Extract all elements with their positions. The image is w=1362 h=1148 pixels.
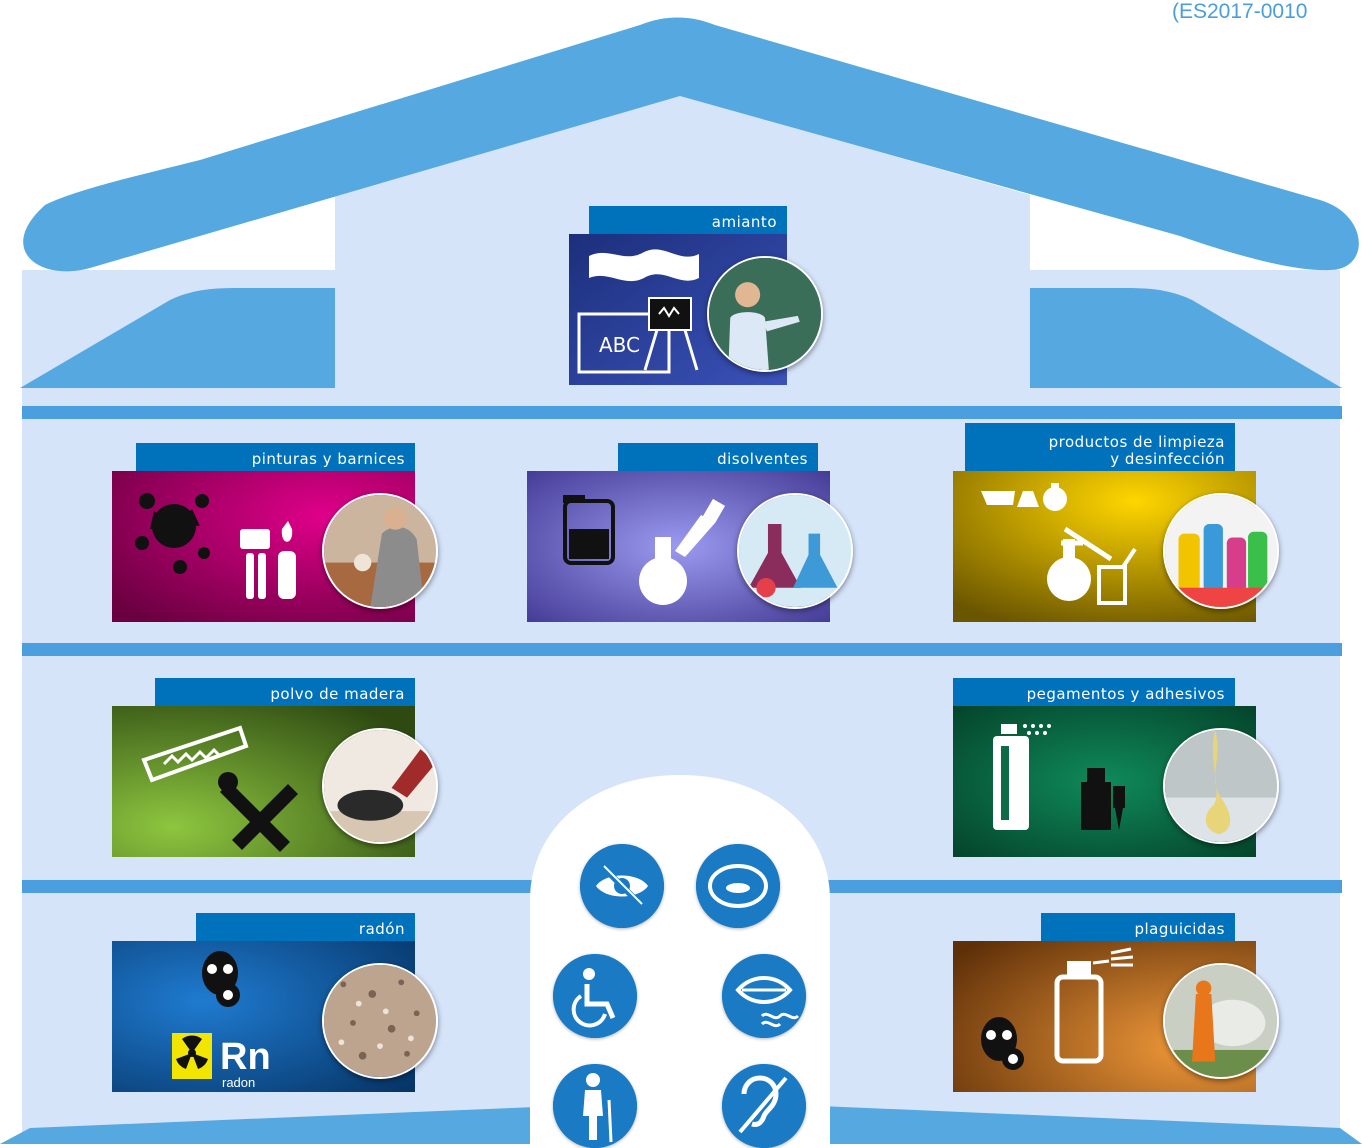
photo-glue [1163,728,1279,844]
gas-mask-icon [981,1017,1024,1070]
photo-fumigation [1163,963,1279,1079]
tag-disolventes: disolventes [618,443,818,480]
flask-pipette-icon [639,498,726,605]
card-amianto[interactable]: amianto ABC [569,206,829,386]
tag-pegamentos: pegamentos y adhesivos [953,678,1235,715]
glue-bottle-icon [1081,768,1125,830]
saw-icon [141,725,249,783]
paintbrush-icon [240,521,296,599]
low-vision-icon [580,844,664,928]
card-pegamentos[interactable]: pegamentos y adhesivos [953,678,1283,858]
radon-symbol: Rn [220,1036,271,1078]
card-madera[interactable]: polvo de madera [112,678,442,858]
card-radon[interactable]: radón Rn radon [112,913,442,1093]
hearing-loop-icon [722,1064,806,1148]
photo-cleaning-products [1163,493,1279,609]
tag-pinturas: pinturas y barnices [136,443,415,480]
radon-name: radon [222,1075,255,1090]
container-icon [563,495,615,565]
gas-mask-icon [202,951,240,1007]
wheelchair-icon [553,954,637,1038]
lab-flasks-icon [1047,526,1137,605]
photo-granite [322,963,438,1079]
svg-text:ABC: ABC [599,333,640,357]
tools-icon [218,772,298,852]
card-pinturas[interactable]: pinturas y barnices [112,443,442,623]
roof [23,17,1359,272]
corrugated-roof-icon [589,249,699,282]
photo-teacher [707,256,823,372]
radiation-icon [172,1033,212,1079]
spray-can-icon [993,724,1051,830]
card-disolventes[interactable]: disolventes [527,443,857,623]
deaf-blind-icon [696,844,780,928]
speech-icon [722,954,806,1038]
photo-sanding [322,728,438,844]
tag-limpieza: productos de limpieza y desinfección [965,423,1235,480]
card-limpieza[interactable]: productos de limpieza y desinfección [953,423,1283,623]
floor-band-1 [22,406,1342,419]
elderly-cane-icon [553,1064,637,1148]
tag-plaguicidas: plaguicidas [1041,913,1235,950]
reference-code: (ES2017-0010 [1172,0,1308,23]
card-plaguicidas[interactable]: plaguicidas [953,913,1283,1093]
paint-splash-icon [135,493,210,574]
floor-band-2 [22,643,1342,656]
left-eave [20,288,335,388]
tag-radon: radón [196,913,415,950]
photo-lab-glassware [737,493,853,609]
tag-madera: polvo de madera [155,678,415,715]
right-eave [1030,288,1342,388]
tag-amianto: amianto [589,206,787,243]
photo-painting [322,493,438,609]
sprayer-bottle-icon [1054,947,1134,1064]
cleaning-bottles-icon [981,483,1067,511]
whiteboard-icon [577,312,671,374]
